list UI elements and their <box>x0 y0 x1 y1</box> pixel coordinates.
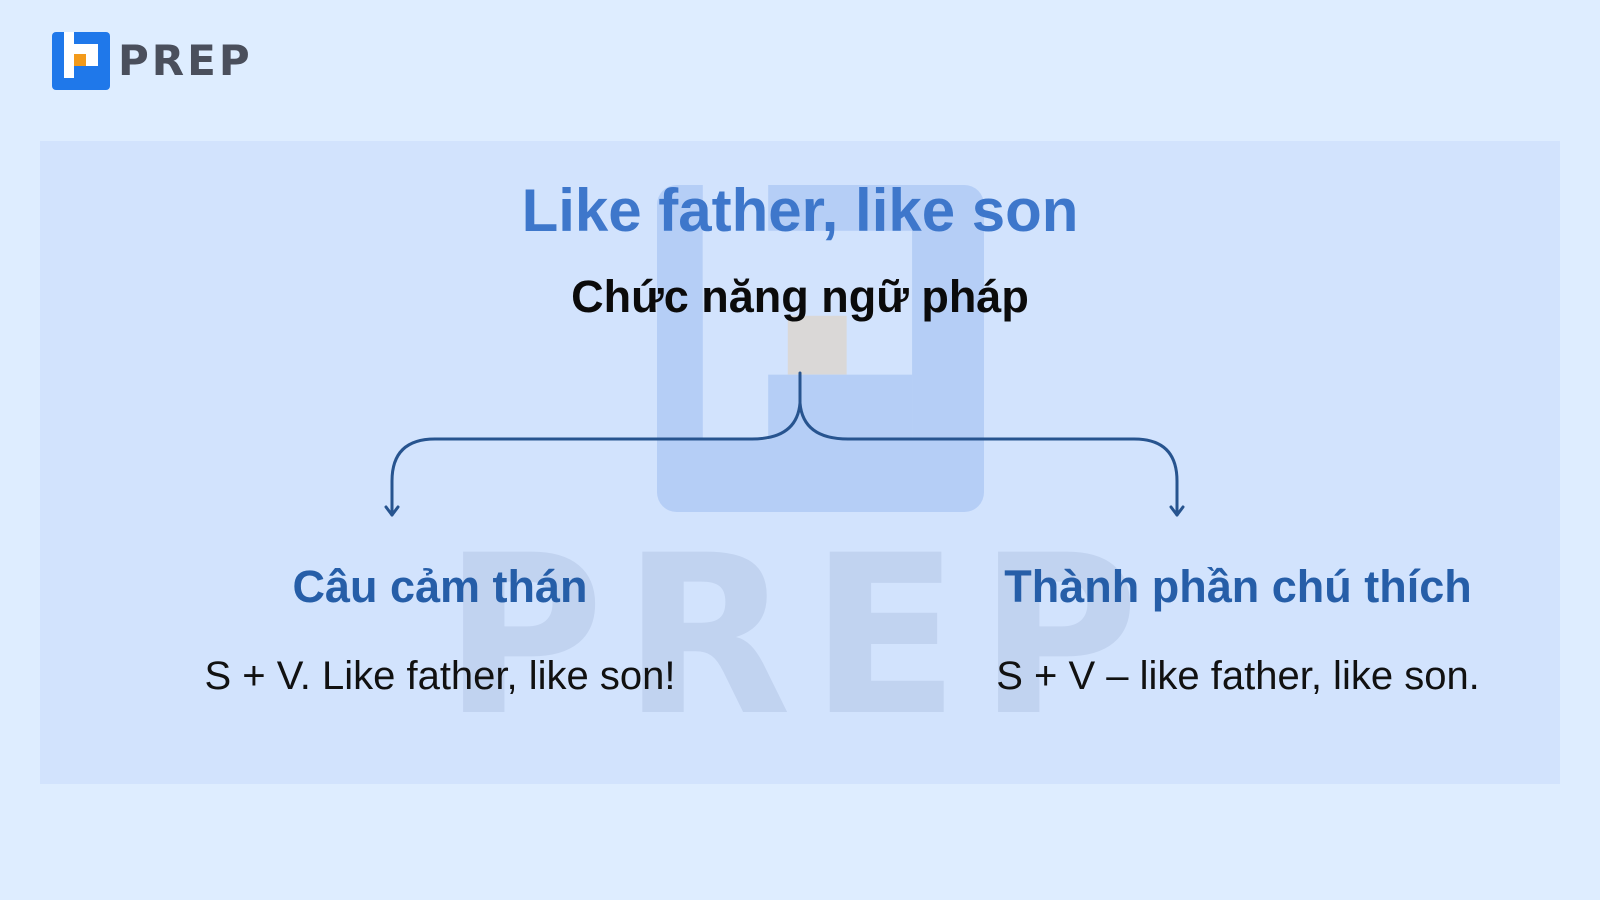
diagram-panel: PREP Like father, like son Chức năng ngữ… <box>40 141 1560 784</box>
watermark-text: PREP <box>442 508 1158 764</box>
branch-formula-exclamation: S + V. Like father, like son! <box>204 654 676 698</box>
diagram-title: Like father, like son <box>521 177 1079 244</box>
diagram-subtitle: Chức năng ngữ pháp <box>571 271 1029 322</box>
branch-formula-annotation: S + V – like father, like son. <box>996 654 1480 698</box>
prep-logo: PREP <box>52 32 253 90</box>
prep-logo-icon <box>52 32 110 90</box>
branch-title-exclamation: Câu cảm thán <box>292 561 588 612</box>
brace-left-arm <box>390 401 802 517</box>
brace-connector <box>384 371 1185 517</box>
arrowhead-right <box>1169 505 1185 517</box>
brace-right-arm <box>798 401 1179 517</box>
watermark-logo-icon <box>657 185 984 512</box>
arrowhead-left <box>384 505 400 517</box>
brand-name: PREP <box>118 36 253 85</box>
branch-title-annotation: Thành phần chú thích <box>1004 561 1472 612</box>
